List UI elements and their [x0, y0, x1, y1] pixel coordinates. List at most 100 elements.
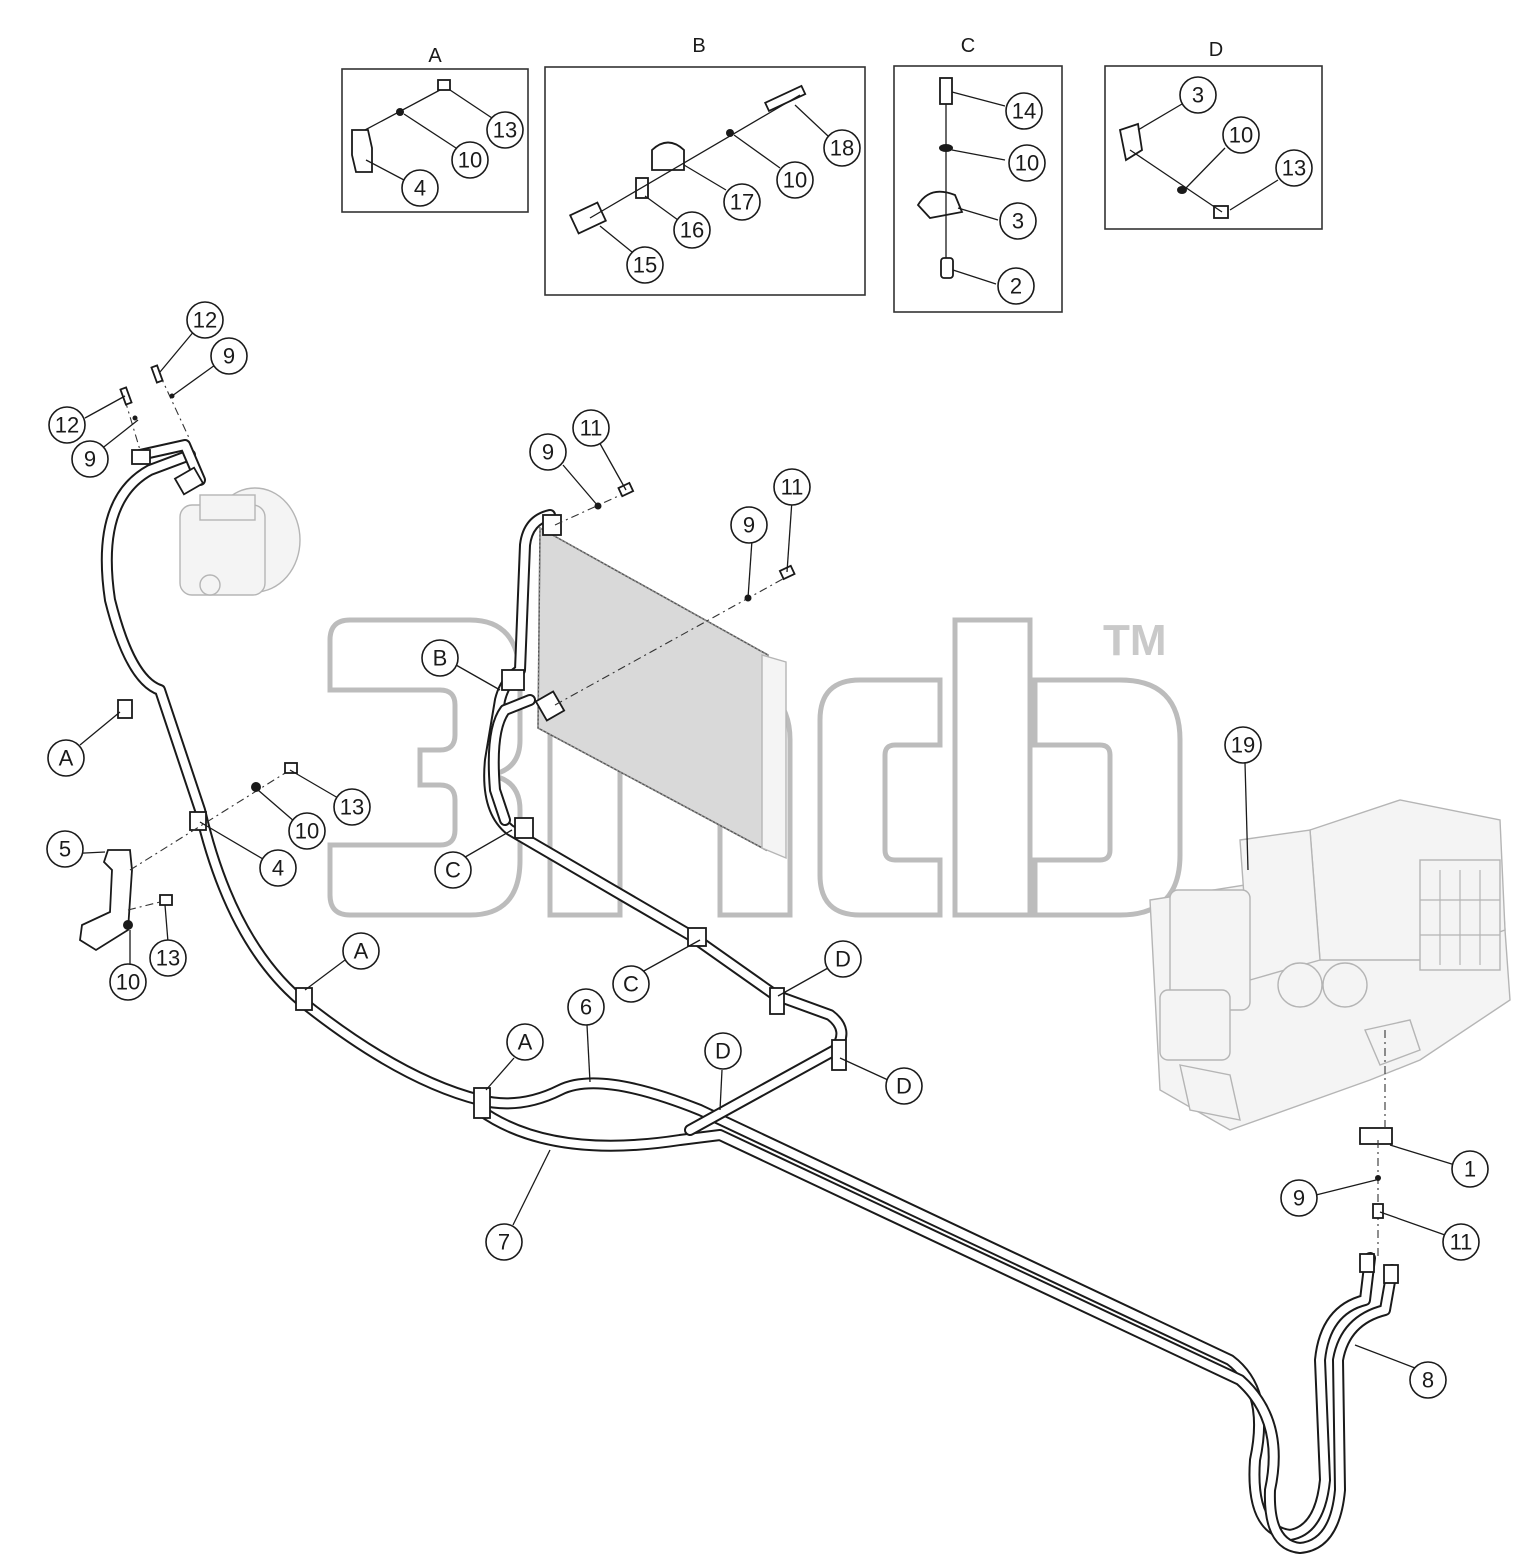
callout-bubble: 14 [1005, 92, 1043, 130]
svg-text:3: 3 [1012, 209, 1024, 234]
inset-c-title: C [961, 35, 975, 57]
svg-text:13: 13 [340, 795, 364, 820]
callout-leaders [64, 329, 1456, 1369]
inset-d-title: D [1209, 39, 1223, 61]
heater-unit-illustration [1149, 799, 1511, 1131]
callout-bubble: 2 [997, 267, 1035, 305]
clamp-icon [916, 190, 964, 219]
callout-bubble: 9 [730, 506, 768, 544]
callout-bubble: 17 [723, 183, 761, 221]
callout-bubble: D [704, 1032, 742, 1070]
callout-bubble: 4 [401, 169, 439, 207]
svg-text:2: 2 [1010, 274, 1022, 299]
callout-bubble: 6 [567, 988, 605, 1026]
inset-b-title: B [692, 35, 705, 57]
svg-text:13: 13 [1282, 156, 1306, 181]
bolt-icon [939, 77, 953, 105]
svg-text:D: D [835, 947, 851, 972]
svg-text:C: C [445, 858, 461, 883]
bolt-icon [763, 84, 807, 113]
callout-bubble: 11 [572, 409, 610, 447]
clamp-icon [1118, 122, 1143, 162]
svg-text:6: 6 [580, 995, 592, 1020]
callout-bubble: 3 [999, 202, 1037, 240]
callout-bubble: C [434, 851, 472, 889]
svg-text:10: 10 [1229, 123, 1253, 148]
svg-text:17: 17 [730, 190, 754, 215]
inset-d: D [1104, 39, 1323, 230]
inset-b: B [544, 35, 866, 296]
svg-text:D: D [896, 1074, 912, 1099]
svg-text:9: 9 [84, 447, 96, 472]
compressor-illustration [179, 487, 301, 596]
svg-text:5: 5 [59, 837, 71, 862]
callout-bubble: A [47, 739, 85, 777]
callout-bubble: 10 [288, 812, 326, 850]
callout-bubble: 8 [1409, 1361, 1447, 1399]
clamp-icon [351, 129, 373, 173]
callout-bubble: 11 [773, 468, 811, 506]
callouts: 13 10 4 18 10 17 16 15 14 10 3 2 3 10 13… [46, 76, 1489, 1399]
svg-text:1: 1 [1464, 1157, 1476, 1182]
callout-bubble: A [506, 1023, 544, 1061]
inset-c: C [893, 35, 1063, 313]
callout-bubble: 9 [529, 433, 567, 471]
callout-bubble: 10 [109, 963, 147, 1001]
hose-fittings [117, 449, 1399, 1284]
svg-text:7: 7 [498, 1230, 510, 1255]
svg-text:4: 4 [414, 176, 426, 201]
svg-text:9: 9 [542, 440, 554, 465]
svg-text:10: 10 [1015, 151, 1039, 176]
svg-text:3: 3 [1192, 83, 1204, 108]
svg-text:13: 13 [156, 946, 180, 971]
callout-bubble: 1 [1451, 1150, 1489, 1188]
svg-text:16: 16 [680, 218, 704, 243]
callout-bubble: 10 [1008, 144, 1046, 182]
callout-bubble: 12 [48, 406, 86, 444]
callout-bubble: 16 [673, 211, 711, 249]
callout-bubble: 13 [333, 788, 371, 826]
inset-a-title: A [428, 45, 442, 67]
bracket-icon [79, 849, 133, 952]
spacer-icon [940, 257, 954, 279]
svg-text:A: A [354, 939, 369, 964]
svg-text:B: B [433, 646, 448, 671]
fasteners [119, 364, 1384, 1219]
hose-lines [100, 439, 1398, 1554]
svg-text:9: 9 [223, 344, 235, 369]
trademark-mark: TM [1103, 616, 1167, 665]
svg-text:19: 19 [1231, 733, 1255, 758]
svg-text:8: 8 [1422, 1368, 1434, 1393]
callout-bubble: 12 [186, 301, 224, 339]
svg-text:12: 12 [193, 308, 217, 333]
svg-text:10: 10 [295, 819, 319, 844]
svg-text:10: 10 [458, 148, 482, 173]
callout-bubble: 5 [46, 830, 84, 868]
callout-bubble: 13 [486, 111, 524, 149]
callout-bubble: 13 [149, 939, 187, 977]
callout-bubble: C [612, 965, 650, 1003]
callout-bubble: 18 [823, 129, 861, 167]
callout-bubble: 15 [626, 246, 664, 284]
callout-bubble: 10 [776, 161, 814, 199]
svg-text:10: 10 [783, 168, 807, 193]
clamp-icon [651, 141, 685, 171]
svg-text:14: 14 [1012, 99, 1036, 124]
svg-text:18: 18 [830, 136, 854, 161]
callout-bubble: 4 [259, 849, 297, 887]
svg-text:A: A [59, 746, 74, 771]
callout-bubble: B [421, 639, 459, 677]
callout-bubble: D [885, 1067, 923, 1105]
svg-text:9: 9 [743, 513, 755, 538]
svg-text:12: 12 [55, 413, 79, 438]
bolt-icon [437, 79, 451, 91]
svg-text:15: 15 [633, 253, 657, 278]
inset-a: A [341, 45, 529, 213]
callout-bubble: 19 [1224, 726, 1262, 764]
callout-bubble: 9 [1280, 1179, 1318, 1217]
spacer-icon [568, 201, 608, 235]
condenser-illustration [537, 526, 787, 860]
svg-text:13: 13 [493, 118, 517, 143]
callout-bubble: 9 [71, 440, 109, 478]
